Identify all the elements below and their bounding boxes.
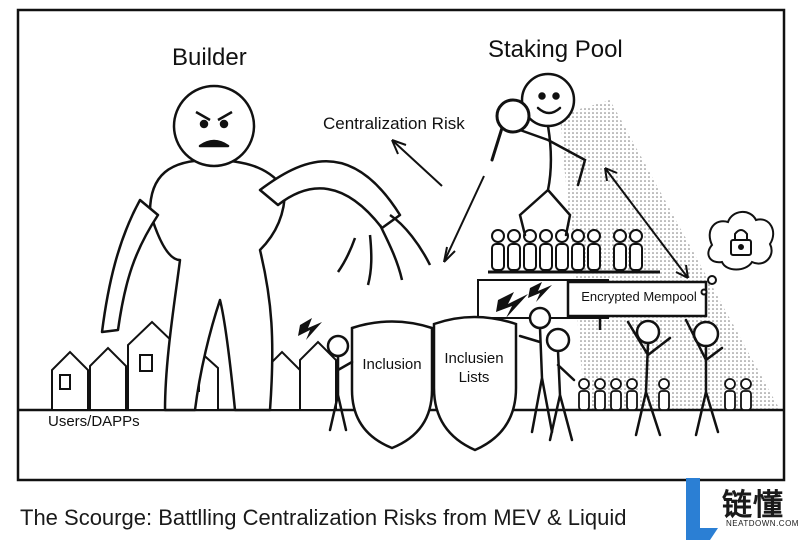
diagram-frame [16,8,786,482]
inclusion-shield-left [350,320,434,450]
inclusion-shield-right [432,315,518,452]
caption: The Scourge: Battlling Centralization Ri… [20,505,627,530]
centralization-risk-label: Centralization Risk [323,114,465,133]
builder-label: Builder [172,44,247,71]
shield-right-label: Inclusien Lists [444,350,504,386]
logo-mark-icon [686,478,718,540]
protester-figures [626,318,724,437]
pool-crowd [491,229,643,271]
shield-left-label: Inclusion [362,356,422,373]
logo-text: 链懂 [722,488,784,523]
logo-subtext: NEATDOWN.COM [726,519,799,528]
encrypted-mempool-label: Encryрted Mempool [581,289,697,304]
staking-pool-figure [506,72,587,237]
encrypted-mempool-sign [566,280,708,330]
centralization-arrows [391,139,689,279]
users-dapps-label: Users/DAPPs [48,413,140,430]
magnifier-icon [490,98,531,162]
protester-crowd [578,378,752,411]
lock-icon [730,229,752,256]
defender-figures [326,306,576,442]
builder-figure [100,84,432,412]
lightning-icons [298,282,552,340]
staking-pool-label: Staking Pool [488,36,623,63]
